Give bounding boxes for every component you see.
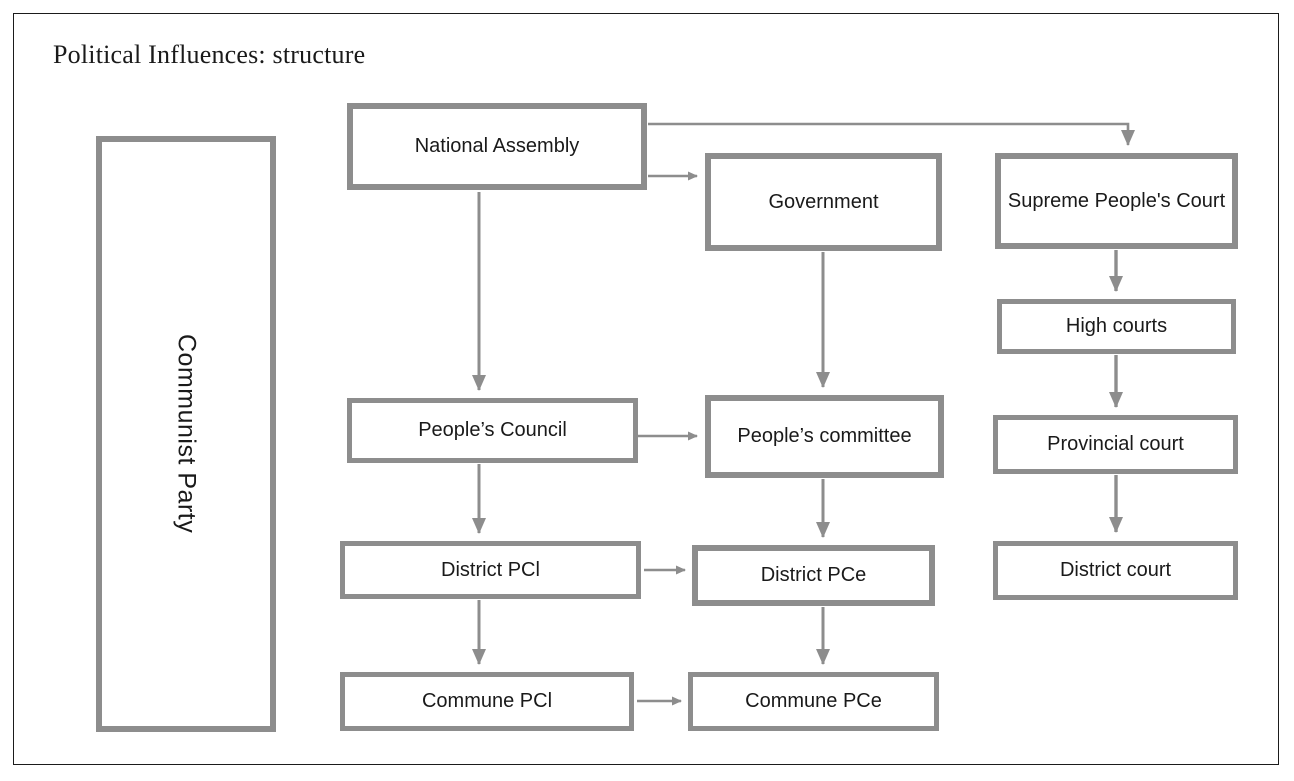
node-provincial-court[interactable]: Provincial court bbox=[993, 415, 1238, 474]
node-label-peoples-council: People’s Council bbox=[418, 419, 567, 442]
node-label-district-pce: District PCe bbox=[760, 564, 867, 587]
node-commune-pce[interactable]: Commune PCe bbox=[688, 672, 939, 731]
node-label-commune-pcl: Commune PCl bbox=[421, 690, 553, 713]
node-label-national-assembly: National Assembly bbox=[414, 135, 580, 158]
node-label-commune-pce: Commune PCe bbox=[745, 690, 882, 713]
node-label-district-pcl: District PCl bbox=[441, 558, 540, 581]
node-label-high-courts: High courts bbox=[1065, 315, 1168, 338]
node-label-government: Government bbox=[768, 190, 879, 213]
node-label-peoples-committee: People’s committee bbox=[737, 425, 912, 448]
node-peoples-committee[interactable]: People’s committee bbox=[705, 395, 944, 478]
node-government[interactable]: Government bbox=[705, 153, 942, 251]
page-title: Political Influences: structure bbox=[53, 40, 366, 69]
node-high-courts[interactable]: High courts bbox=[997, 299, 1236, 354]
node-communist-party[interactable]: Communist Party bbox=[96, 136, 276, 732]
node-label-district-court: District court bbox=[1059, 559, 1172, 582]
node-district-pcl[interactable]: District PCl bbox=[340, 541, 641, 599]
node-peoples-council[interactable]: People’s Council bbox=[347, 398, 638, 463]
node-commune-pcl[interactable]: Commune PCl bbox=[340, 672, 634, 731]
node-label-supreme-peoples-court: Supreme People's Court bbox=[1007, 189, 1226, 212]
node-district-court[interactable]: District court bbox=[993, 541, 1238, 600]
node-label-communist-party: Communist Party bbox=[172, 334, 201, 534]
node-district-pce[interactable]: District PCe bbox=[692, 545, 935, 606]
node-supreme-peoples-court[interactable]: Supreme People's Court bbox=[995, 153, 1238, 249]
node-national-assembly[interactable]: National Assembly bbox=[347, 103, 647, 190]
node-label-provincial-court: Provincial court bbox=[1047, 433, 1184, 456]
